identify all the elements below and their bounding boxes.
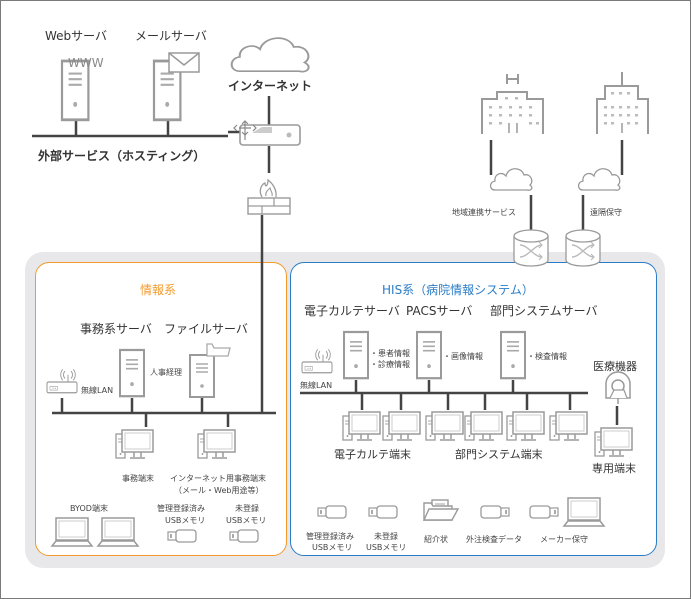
remote-cloud-icon xyxy=(577,168,621,191)
his-wireless-lan-icon xyxy=(301,348,333,374)
byod-label: BYOD端末 xyxy=(70,504,108,513)
vendor-laptop-icon xyxy=(563,497,605,527)
emr-server-icon xyxy=(342,330,370,380)
internet-cloud-icon xyxy=(230,37,310,73)
vendor-usb-icon xyxy=(529,505,559,519)
office-terminal-icon xyxy=(115,429,154,459)
dept-terminal-icon xyxy=(464,411,503,441)
remote-switch-icon xyxy=(565,229,601,267)
emr-terminal-icon xyxy=(342,411,381,441)
his-registered-usb-label-2: USBメモリ xyxy=(312,543,353,552)
web-server-label: Webサーバ xyxy=(45,29,108,43)
referral-letter-label: 紹介状 xyxy=(424,535,448,544)
emr-terminal-icon xyxy=(382,411,421,441)
byod-laptop-icon xyxy=(51,517,93,547)
dept-terminal-icon xyxy=(549,411,588,441)
vendor-maintenance-label: メーカー保守 xyxy=(540,535,588,544)
outsourced-test-label: 外注検査データ xyxy=(466,535,522,544)
regional-switch-icon xyxy=(513,229,549,267)
www-badge: WWW xyxy=(68,56,104,70)
office-server-label: 事務系サーバ xyxy=(80,322,152,336)
emr-server-label: 電子カルテサーバ xyxy=(304,304,400,318)
referral-letter-icon xyxy=(422,499,460,521)
his-unregistered-usb-label-1: 未登録 xyxy=(374,532,398,541)
mail-server-icon xyxy=(152,52,200,122)
info-wireless-lan-label: 無線LAN xyxy=(81,386,114,395)
office-building-icon xyxy=(596,72,649,134)
regional-service-label: 地域連携サービス xyxy=(452,208,516,217)
router-icon xyxy=(233,120,301,146)
dept-note: ・検査情報 xyxy=(527,352,567,361)
his-registered-usb-icon xyxy=(317,505,347,519)
remote-maintenance-label: 遠隔保守 xyxy=(590,208,622,217)
internet-terminal-label: インターネット用事務端末 xyxy=(170,474,266,483)
info-wireless-lan-icon xyxy=(46,368,78,394)
his-wireless-lan-label: 無線LAN xyxy=(300,381,333,390)
dept-server-icon xyxy=(499,330,527,380)
dedicated-terminal-label: 専用端末 xyxy=(592,462,636,475)
internet-terminal-sub: （メール・Web用途等） xyxy=(174,486,264,495)
his-unregistered-usb-icon xyxy=(368,505,398,519)
office-server-note: 人事経理 xyxy=(150,368,182,377)
hospital-building-icon xyxy=(481,74,544,134)
regional-cloud-icon xyxy=(489,168,533,191)
info-registered-usb-icon xyxy=(167,529,197,543)
emr-terminal-label: 電子カルテ端末 xyxy=(334,448,411,461)
info-unregistered-usb-label-1: 未登録 xyxy=(235,504,259,513)
his-registered-usb-label-1: 管理登録済み xyxy=(306,532,354,541)
byod-laptop-icon xyxy=(97,517,139,547)
info-unregistered-usb-icon xyxy=(229,529,259,543)
internet-terminal-icon xyxy=(197,429,236,459)
info-system-zone xyxy=(35,262,287,556)
file-server-label: ファイルサーバ xyxy=(164,322,248,336)
dept-terminal-label: 部門システム端末 xyxy=(455,448,543,461)
dept-terminal-icon xyxy=(506,411,545,441)
file-server-icon xyxy=(189,343,231,398)
pacs-server-icon xyxy=(415,330,443,380)
office-server-icon xyxy=(118,348,146,398)
office-terminal-label: 事務端末 xyxy=(122,474,154,483)
his-system-title: HIS系（病院情報システム） xyxy=(382,283,534,297)
info-registered-usb-label-1: 管理登録済み xyxy=(157,504,205,513)
mail-server-label: メールサーバ xyxy=(135,29,207,43)
internet-label: インターネット xyxy=(228,79,313,93)
his-unregistered-usb-label-2: USBメモリ xyxy=(366,543,407,552)
outsourced-data-usb-icon xyxy=(480,505,510,519)
firewall-icon xyxy=(247,178,291,215)
pacs-server-label: PACSサーバ xyxy=(406,304,473,318)
info-registered-usb-label-2: USBメモリ xyxy=(165,516,206,525)
dept-server-label: 部門システムサーバ xyxy=(490,304,598,318)
pacs-note: ・画像情報 xyxy=(443,352,483,361)
emr-note-patient: ・患者情報 xyxy=(370,349,410,358)
medical-device-label: 医療機器 xyxy=(593,360,637,373)
hosting-label: 外部サービス（ホスティング） xyxy=(38,149,206,163)
dedicated-terminal-icon xyxy=(594,427,633,457)
emr-note-clinical: ・診療情報 xyxy=(370,360,410,369)
dept-terminal-icon xyxy=(425,411,464,441)
info-system-title: 情報系 xyxy=(140,283,177,297)
medical-device-icon xyxy=(605,371,631,404)
info-unregistered-usb-label-2: USBメモリ xyxy=(226,516,267,525)
